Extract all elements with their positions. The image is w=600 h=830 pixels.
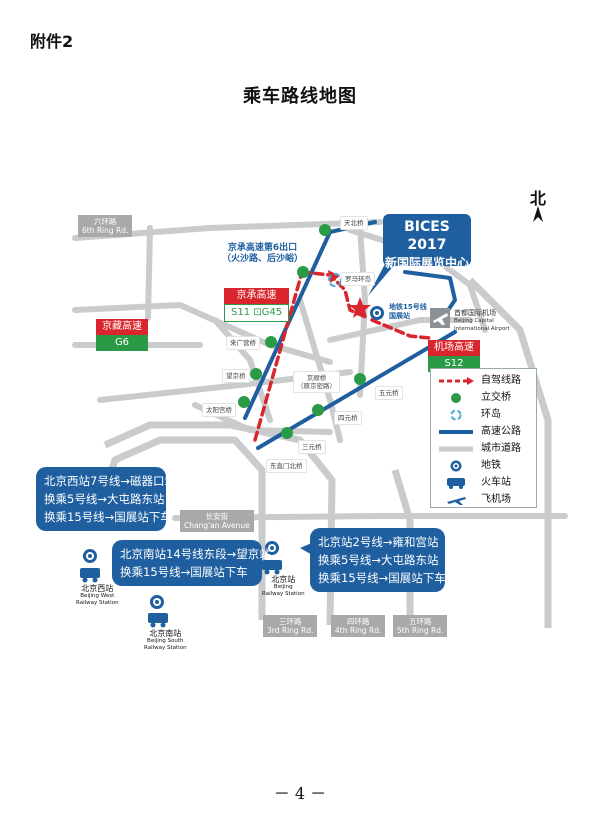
legend-row-city-road: 城市道路 (431, 441, 536, 457)
bridge-label-wuyuan: 五元桥 (375, 386, 403, 400)
bridge-markers (238, 224, 366, 439)
bridge-label-taiyanggong: 太阳宫桥 (202, 403, 236, 417)
venue-callout (383, 214, 471, 266)
bridge-label-luogang: 罗马环岛 (341, 272, 375, 286)
main-train-icon (262, 560, 282, 575)
legend-row-airport: 飞机场 (431, 492, 536, 508)
south-subway-icon (150, 595, 164, 609)
legend-row-subway: 地铁 (431, 458, 536, 474)
blue-line-icon (439, 430, 473, 434)
route-arrow (328, 270, 340, 283)
main-station-route-callout: 北京站2号线→雍和宫站换乘5号线→大屯路东站换乘15号线→国展站下车 (310, 528, 446, 592)
page-number: － 4 － (273, 784, 327, 803)
map-legend: 自驾线路 立交桥 环岛 高速公路 城市道路 地铁 火车站 飞机场 (430, 368, 537, 508)
plane-icon (447, 497, 466, 505)
subway-icon (450, 460, 462, 472)
bridge-label-dongzhimen: 东直门北桥 (266, 459, 307, 473)
legend-row-highway: 高速公路 (431, 424, 536, 440)
venue-subway-icon (370, 306, 384, 320)
bridge-label-jingshun: 京顺桥（原京密路） (293, 371, 340, 393)
venue-subway-label: 地铁15号线国展站 (389, 303, 427, 320)
legend-row-route: 自驾线路 (431, 373, 536, 389)
south-station-route-callout: 北京南站14号线东段→望京站换乘15号线→国展站下车 (112, 540, 271, 586)
grey-line-icon (439, 446, 473, 452)
bridge-label-siyuan: 四元桥 (334, 411, 362, 425)
west-train-icon (80, 568, 100, 583)
roundabout-icon (450, 409, 462, 421)
exit-note: 京承高速第6出口（火沙路、后沙峪） (222, 243, 304, 264)
train-icon (447, 478, 465, 489)
green-dot-icon (451, 393, 461, 403)
bridge-label-wangjing: 望京桥 (222, 369, 250, 383)
legend-row-bridge: 立交桥 (431, 390, 536, 406)
airport-plane-icon (433, 313, 448, 325)
bridge-label-laiguang: 来广营桥 (226, 336, 260, 350)
south-train-icon (148, 613, 168, 628)
venue-label: BICES 2017 新国际展览中心 (384, 219, 469, 270)
west-subway-icon (83, 549, 97, 563)
west-station-route-callout: 北京西站7号线→磁器口站换乘5号线→大屯路东站换乘15号线→国展站下车 (36, 467, 176, 531)
bridge-label-sanyuan: 三元桥 (298, 440, 326, 454)
document-title: 乘车路线地图 (243, 86, 357, 107)
main-subway-icon (265, 541, 279, 555)
dashed-route-icon (439, 377, 474, 385)
bridge-label-tianbei: 天北桥 (340, 216, 368, 230)
attachment-label: 附件2 (30, 32, 74, 51)
legend-row-train: 火车站 (431, 475, 536, 491)
venue-star-icon (349, 297, 371, 318)
legend-row-roundabout: 环岛 (431, 407, 536, 423)
north-arrow-icon (533, 206, 543, 222)
north-label: 北 (530, 189, 547, 208)
